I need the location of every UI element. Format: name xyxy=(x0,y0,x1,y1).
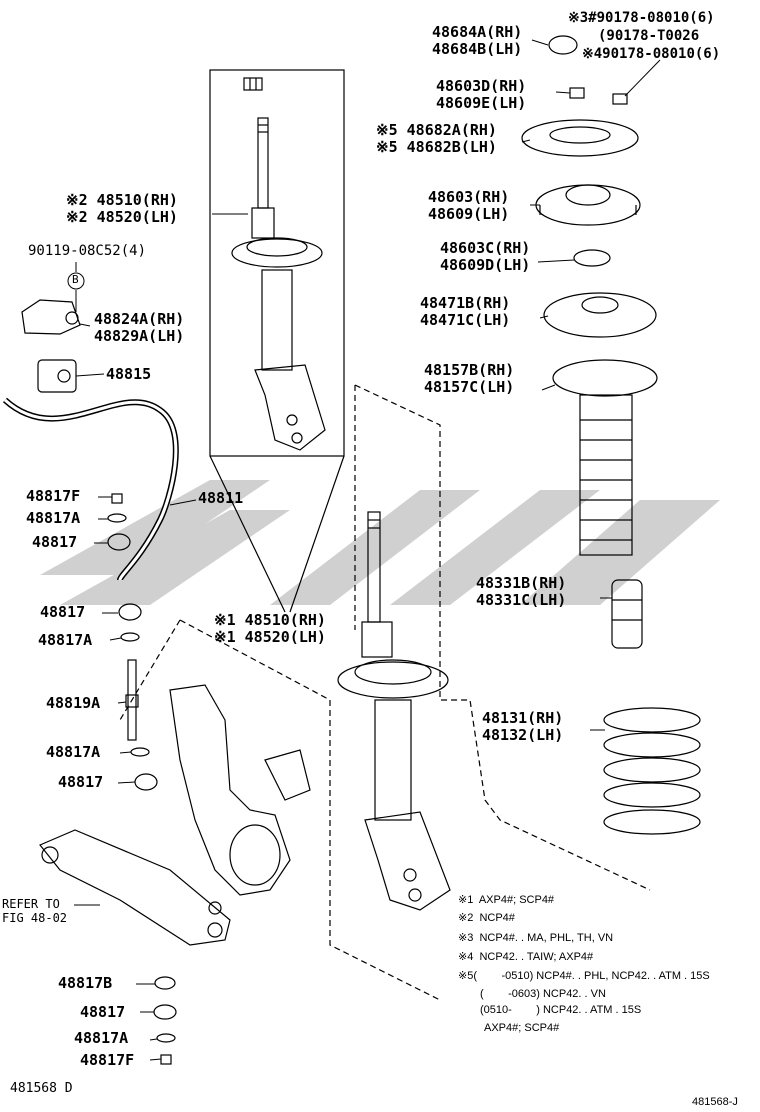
label-90178-a: ※3#90178-08010(6) xyxy=(568,10,715,26)
label-48131: 48131(RH) 48132(LH) xyxy=(482,709,564,744)
label-48817A-4: 48817A xyxy=(74,1029,129,1047)
label-48157B: 48157B(RH) 48157C(LH) xyxy=(424,361,515,396)
label-90178-b: (90178-T0026 xyxy=(598,28,700,44)
label-48811: 48811 xyxy=(198,489,244,507)
leader-lines xyxy=(74,39,661,1061)
note-4: ※4 NCP42. . TAIW; AXP4# xyxy=(458,951,594,963)
watermark-stroke xyxy=(270,490,480,605)
label-90178-c: ※490178-08010(6) xyxy=(582,46,721,62)
bushing-48815 xyxy=(37,359,77,393)
note-8: AXP4#; SCP4# xyxy=(484,1022,560,1034)
label-48817A-top: 48817A xyxy=(26,509,81,527)
lower-arm xyxy=(39,829,231,946)
link-48819A xyxy=(125,659,139,741)
nut-48603D xyxy=(569,87,585,99)
bearing-48603C xyxy=(573,249,611,267)
label-48682A: ※5 48682A(RH) ※5 48682B(LH) xyxy=(376,121,497,156)
label-48817B: 48817B xyxy=(58,974,113,992)
cap-48684 xyxy=(548,35,578,55)
watermark-stroke xyxy=(520,500,720,605)
label-48817F-top: 48817F xyxy=(26,487,81,505)
bushing-48817-2 xyxy=(118,603,142,621)
watermark-stroke xyxy=(60,510,290,605)
top-nut xyxy=(243,77,263,91)
label-48603D: 48603D(RH) 48609E(LH) xyxy=(436,77,527,112)
boot-48157 xyxy=(552,359,658,556)
bushing-48817-3 xyxy=(134,773,158,791)
label-48819A: 48819A xyxy=(46,694,101,712)
nut-48817F-bottom xyxy=(160,1054,172,1065)
inset-pointer-line xyxy=(289,455,345,613)
nut-90178 xyxy=(612,93,628,105)
bushing-48817-4 xyxy=(153,1004,177,1020)
washer-48817A-top xyxy=(107,513,127,523)
label-48331B: 48331B(RH) 48331C(LH) xyxy=(476,574,567,609)
label-48603: 48603(RH) 48609(LH) xyxy=(428,188,510,223)
label-90119: 90119-08C52(4) xyxy=(28,243,147,259)
seat-48471 xyxy=(543,292,657,338)
inset-strut xyxy=(231,117,326,451)
washer-48817A-3 xyxy=(130,747,150,757)
label-48817-top: 48817 xyxy=(32,533,78,551)
inset-pointer-line xyxy=(209,455,286,613)
washer-48817A-2 xyxy=(120,632,140,642)
bushing-48817-top xyxy=(107,533,131,551)
plate-48682 xyxy=(521,119,639,157)
coil-spring-48131 xyxy=(603,707,701,835)
steering-knuckle xyxy=(169,684,311,896)
label-48603C: 48603C(RH) 48609D(LH) xyxy=(440,239,531,274)
note-7: (0510- ) NCP42. . ATM . 15S xyxy=(480,1004,642,1016)
nut-48817F-top xyxy=(111,493,123,504)
inset-frame xyxy=(209,69,345,457)
note-1: ※1 AXP4#; SCP4# xyxy=(458,894,555,906)
bracket-48824 xyxy=(21,299,81,335)
note-2: ※2 NCP4# xyxy=(458,912,515,924)
label-48817F-bottom: 48817F xyxy=(80,1051,135,1069)
label-48510-mid: ※1 48510(RH) ※1 48520(LH) xyxy=(214,611,326,646)
label-48817-4: 48817 xyxy=(80,1003,126,1021)
bushing-48817B xyxy=(154,976,176,990)
watermark-logo xyxy=(40,480,720,605)
footer-code-right: 481568-J xyxy=(692,1096,738,1108)
label-48510-top: ※2 48510(RH) ※2 48520(LH) xyxy=(66,191,178,226)
note-3: ※3 NCP4#. . MA, PHL, TH, VN xyxy=(458,932,614,944)
label-b: B xyxy=(72,273,79,286)
watermark-stroke xyxy=(390,490,600,605)
main-strut xyxy=(337,511,451,911)
label-48817A-2: 48817A xyxy=(38,631,93,649)
label-48471B: 48471B(RH) 48471C(LH) xyxy=(420,294,511,329)
label-48684A: 48684A(RH) 48684B(LH) xyxy=(432,23,523,58)
label-48817-3: 48817 xyxy=(58,773,104,791)
mount-48603 xyxy=(535,184,641,226)
label-48817-2: 48817 xyxy=(40,603,86,621)
label-48817A-3: 48817A xyxy=(46,743,101,761)
circle-b-marker xyxy=(67,272,85,290)
note-6: ( -0603) NCP42. . VN xyxy=(480,988,606,1000)
refer-to-fig: REFER TO FIG 48-02 xyxy=(2,897,68,925)
footer-code-left: 481568 D xyxy=(10,1081,73,1096)
label-48815: 48815 xyxy=(106,365,152,383)
bumper-48331 xyxy=(611,579,643,649)
note-5: ※5( -0510) NCP4#. . PHL, NCP42. . ATM . … xyxy=(458,970,710,982)
washer-48817A-4 xyxy=(156,1033,176,1043)
label-48824A: 48824A(RH) 48829A(LH) xyxy=(94,310,185,345)
